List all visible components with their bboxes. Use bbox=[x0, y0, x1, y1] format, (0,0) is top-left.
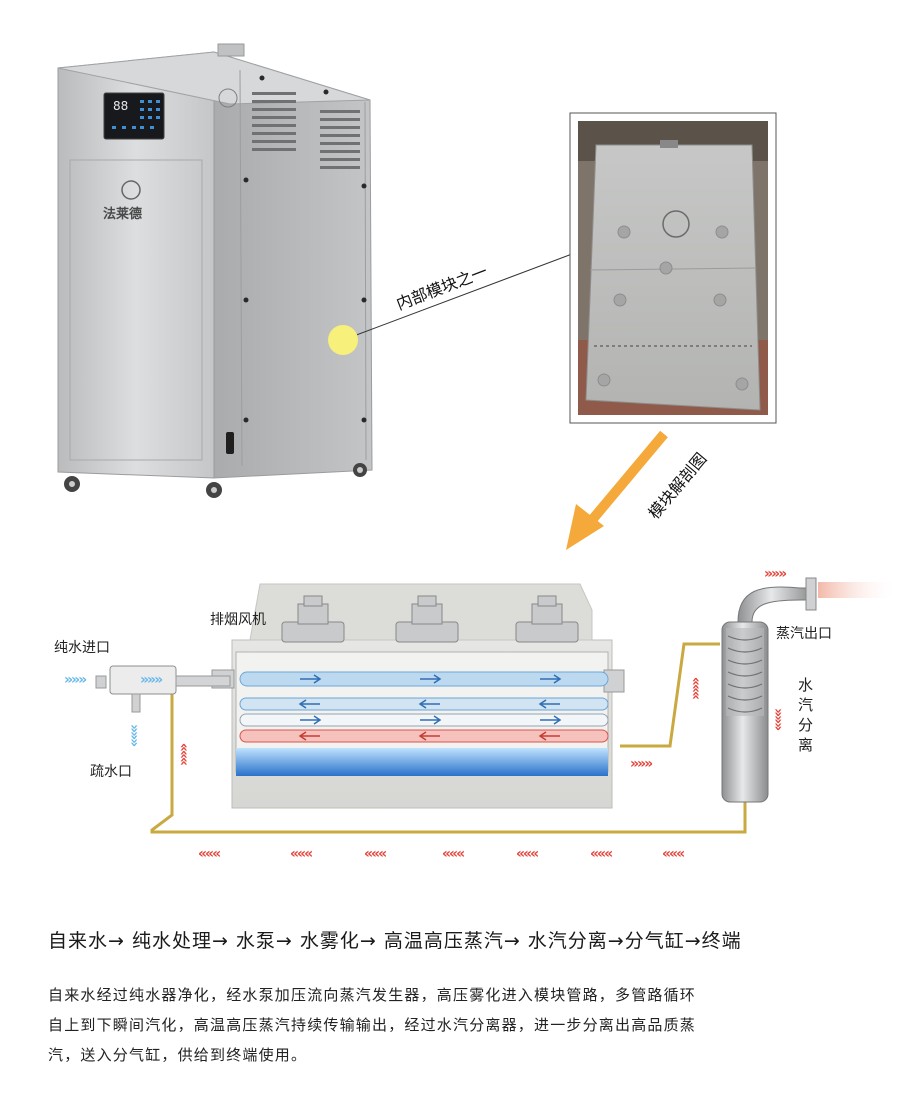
module-photo bbox=[569, 112, 777, 424]
callout-label: 内部模块之一 bbox=[394, 262, 490, 314]
svg-text:»»»: »»» bbox=[688, 678, 704, 700]
svg-text:»»»: »»» bbox=[630, 756, 652, 772]
control-panel bbox=[103, 92, 165, 140]
svg-text:»»»: »»» bbox=[764, 566, 786, 582]
brand-logo-icon bbox=[121, 180, 141, 200]
svg-text:»»»: »»» bbox=[64, 672, 86, 688]
burner-flames bbox=[236, 748, 608, 776]
fan-label: 排烟风机 bbox=[210, 612, 266, 628]
chevron-flow-indicators: »»» »»» »»» »»» »»» »»» »»» »»» ««« ««« … bbox=[64, 566, 788, 862]
description-line: 自上到下瞬间汽化，高温高压蒸汽持续传输输出，经过水汽分离器，进一步分离出高品质蒸 bbox=[48, 1016, 697, 1034]
drain-label: 疏水口 bbox=[90, 764, 132, 780]
svg-text:»»»: »»» bbox=[176, 744, 192, 766]
flow-direction-arrows bbox=[298, 674, 562, 741]
pipe-line bbox=[150, 642, 747, 834]
inlet-label: 纯水进口 bbox=[54, 640, 110, 656]
svg-text:»»»: »»» bbox=[140, 672, 162, 688]
exhaust-fan bbox=[281, 595, 579, 643]
vent-grille bbox=[252, 92, 360, 169]
top-illustration: 模块解剖图 内部模块之一 88 法莱德 bbox=[57, 43, 777, 550]
control-panel-keys bbox=[112, 100, 160, 129]
module-cutaway-diagram: »»» »»» »»» »»» »»» »»» »»» »»» ««« ««« … bbox=[54, 566, 898, 862]
svg-text:汽: 汽 bbox=[798, 696, 813, 714]
svg-text:«««: ««« bbox=[290, 846, 312, 862]
fan-vent-icon bbox=[218, 88, 238, 108]
callout-line bbox=[342, 253, 573, 341]
callout-dot bbox=[328, 325, 358, 355]
svg-text:«««: ««« bbox=[516, 846, 538, 862]
svg-text:»»»: »»» bbox=[126, 724, 142, 746]
svg-text:»»»: »»» bbox=[770, 708, 786, 730]
svg-text:«««: ««« bbox=[590, 846, 612, 862]
svg-text:«««: ««« bbox=[442, 846, 464, 862]
svg-text:水: 水 bbox=[798, 676, 813, 694]
orange-arrow-icon bbox=[566, 430, 668, 550]
steam-outlet-label: 蒸汽出口 bbox=[776, 626, 832, 642]
svg-text:离: 离 bbox=[798, 736, 813, 754]
water-steam-separator bbox=[721, 577, 817, 803]
svg-text:«««: ««« bbox=[198, 846, 220, 862]
svg-text:分: 分 bbox=[798, 716, 813, 734]
description-line: 汽，送入分气缸，供给到终端使用。 bbox=[48, 1046, 308, 1064]
description-line: 自来水经过纯水器净化，经水泵加压流向蒸汽发生器，高压雾化进入模块管路，多管路循环 bbox=[48, 986, 697, 1004]
process-description: 自来水经过纯水器净化，经水泵加压流向蒸汽发生器，高压雾化进入模块管路，多管路循环… bbox=[48, 980, 848, 1070]
process-flow-title: 自来水→ 纯水处理→ 水泵→ 水雾化→ 高温高压蒸汽→ 水汽分离→分气缸→终端 bbox=[48, 930, 742, 952]
steam-generator-machine bbox=[57, 43, 373, 498]
steam-plume bbox=[818, 582, 898, 598]
control-panel-display: 88 bbox=[113, 99, 128, 113]
svg-text:«««: ««« bbox=[662, 846, 684, 862]
pure-water-filter bbox=[95, 665, 231, 713]
arrow-label: 模块解剖图 bbox=[645, 449, 711, 523]
separator-label: 水 汽 分 离 bbox=[798, 676, 813, 754]
svg-text:«««: ««« bbox=[364, 846, 386, 862]
door-handle bbox=[226, 432, 234, 454]
brand-logo-text: 法莱德 bbox=[103, 206, 142, 222]
